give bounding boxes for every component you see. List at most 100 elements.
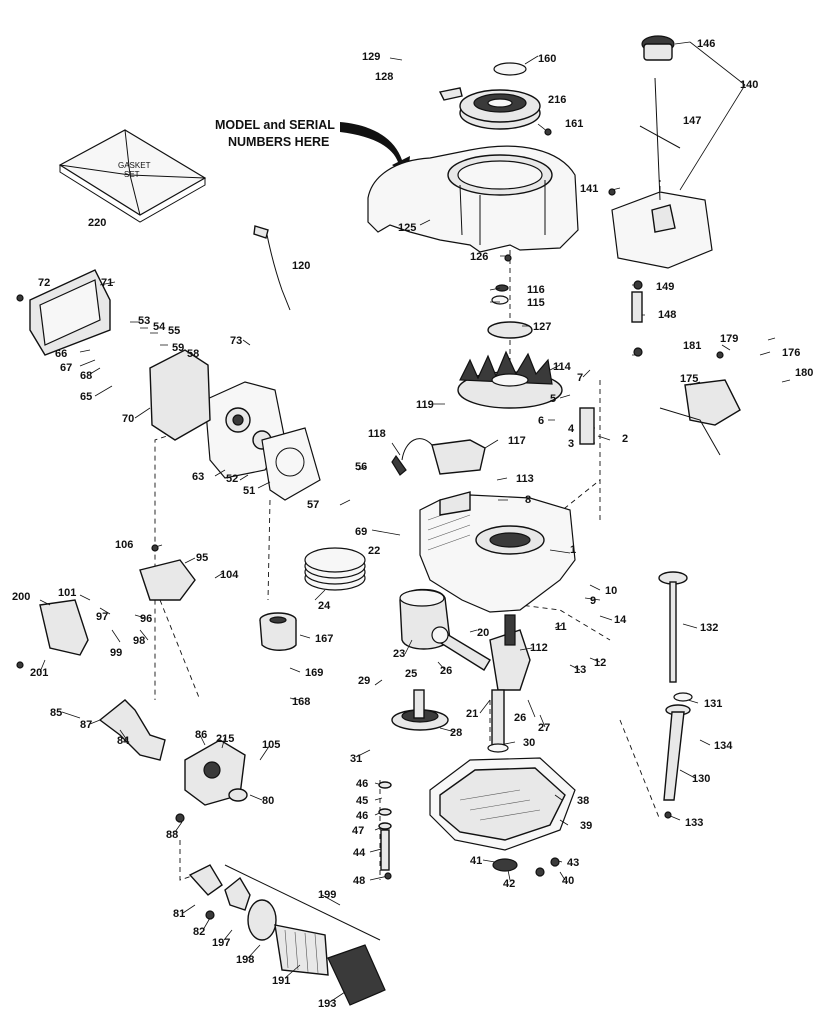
label-54: 54 (153, 321, 166, 333)
intake-elbow (98, 699, 166, 761)
label-58: 58 (187, 348, 199, 360)
model-serial-callout: MODEL and SERIAL NUMBERS HERE (215, 118, 410, 176)
label-68: 68 (80, 370, 92, 382)
dipstick (658, 571, 688, 683)
label-120: 120 (292, 260, 310, 272)
label-191: 191 (272, 975, 290, 987)
label-8: 8 (525, 494, 531, 506)
label-215: 215 (216, 733, 234, 745)
label-2: 2 (622, 433, 628, 445)
label-39: 39 (580, 820, 592, 832)
label-126: 126 (470, 251, 488, 263)
label-168: 168 (292, 696, 310, 708)
label-46-bottom: 46 (356, 810, 368, 822)
callout-line1: MODEL and SERIAL (215, 118, 335, 132)
label-20: 20 (477, 627, 489, 639)
label-11: 11 (555, 621, 567, 633)
air-cleaner-assembly (188, 864, 386, 1006)
label-51: 51 (243, 485, 255, 497)
label-130: 130 (692, 773, 710, 785)
label-101: 101 (58, 587, 76, 599)
callout-line2: NUMBERS HERE (228, 135, 329, 149)
gasket-set-line1: GASKET (118, 161, 151, 170)
label-38: 38 (577, 795, 589, 807)
label-112: 112 (530, 642, 548, 654)
label-128: 128 (375, 71, 393, 83)
label-40: 40 (562, 875, 574, 887)
label-95: 95 (196, 552, 208, 564)
label-180: 180 (795, 367, 813, 379)
label-25: 25 (405, 668, 417, 680)
control-bracket (39, 559, 196, 656)
label-97: 97 (96, 611, 108, 623)
label-72: 72 (38, 277, 50, 289)
label-167: 167 (315, 633, 333, 645)
label-85: 85 (50, 707, 62, 719)
part-number-labels: 129 128 160 146 140 216 161 147 141 125 … (12, 38, 813, 1010)
label-132: 132 (700, 622, 718, 634)
label-147: 147 (683, 115, 701, 127)
label-29: 29 (358, 675, 370, 687)
label-88: 88 (166, 829, 178, 841)
label-66: 66 (55, 348, 67, 360)
label-149-top: 149 (656, 281, 674, 293)
label-46-top: 46 (356, 778, 368, 790)
label-117: 117 (508, 435, 526, 447)
label-28: 28 (450, 727, 462, 739)
carburetor (184, 739, 248, 806)
label-176: 176 (782, 347, 800, 359)
label-41: 41 (470, 855, 482, 867)
label-56: 56 (355, 461, 367, 473)
label-87: 87 (80, 719, 92, 731)
dipstick-tube (663, 704, 691, 801)
label-127: 127 (533, 321, 551, 333)
label-133: 133 (685, 817, 703, 829)
label-13: 13 (574, 664, 586, 676)
label-175: 175 (680, 373, 698, 385)
label-43: 43 (567, 857, 579, 869)
label-81: 81 (173, 908, 185, 920)
intake-gasket (261, 427, 321, 501)
label-99: 99 (110, 647, 122, 659)
label-42: 42 (503, 878, 515, 890)
label-59: 59 (172, 342, 184, 354)
label-113: 113 (516, 473, 534, 485)
gasket-set-envelope: GASKET SET (58, 129, 207, 223)
label-199: 199 (318, 889, 336, 901)
label-71: 71 (101, 277, 113, 289)
air-cleaner-cover (29, 269, 111, 356)
label-70: 70 (122, 413, 134, 425)
label-160: 160 (538, 53, 556, 65)
label-105: 105 (262, 739, 280, 751)
label-201: 201 (30, 667, 48, 679)
blower-housing (367, 145, 579, 253)
cylinder-block (419, 491, 576, 613)
label-65: 65 (80, 391, 92, 403)
label-3: 3 (568, 438, 574, 450)
label-140: 140 (740, 79, 758, 91)
governor-bracket (659, 379, 741, 456)
label-5: 5 (550, 393, 556, 405)
label-220: 220 (88, 217, 106, 229)
label-22: 22 (368, 545, 380, 557)
camshaft-gear (391, 689, 449, 731)
connecting-rod (431, 626, 491, 671)
label-10: 10 (605, 585, 617, 597)
crankshaft (489, 614, 531, 751)
label-24: 24 (318, 600, 331, 612)
piston-rings (304, 547, 366, 591)
label-14: 14 (614, 614, 627, 626)
label-200: 200 (12, 591, 30, 603)
label-141: 141 (580, 183, 598, 195)
label-216: 216 (548, 94, 566, 106)
label-26: 26 (440, 665, 452, 677)
label-193: 193 (318, 998, 336, 1010)
label-82: 82 (193, 926, 205, 938)
label-9: 9 (590, 595, 596, 607)
label-63: 63 (192, 471, 204, 483)
label-12: 12 (594, 657, 606, 669)
label-52: 52 (226, 473, 238, 485)
label-67: 67 (60, 362, 72, 374)
label-129: 129 (362, 51, 380, 63)
muffler (259, 612, 297, 651)
